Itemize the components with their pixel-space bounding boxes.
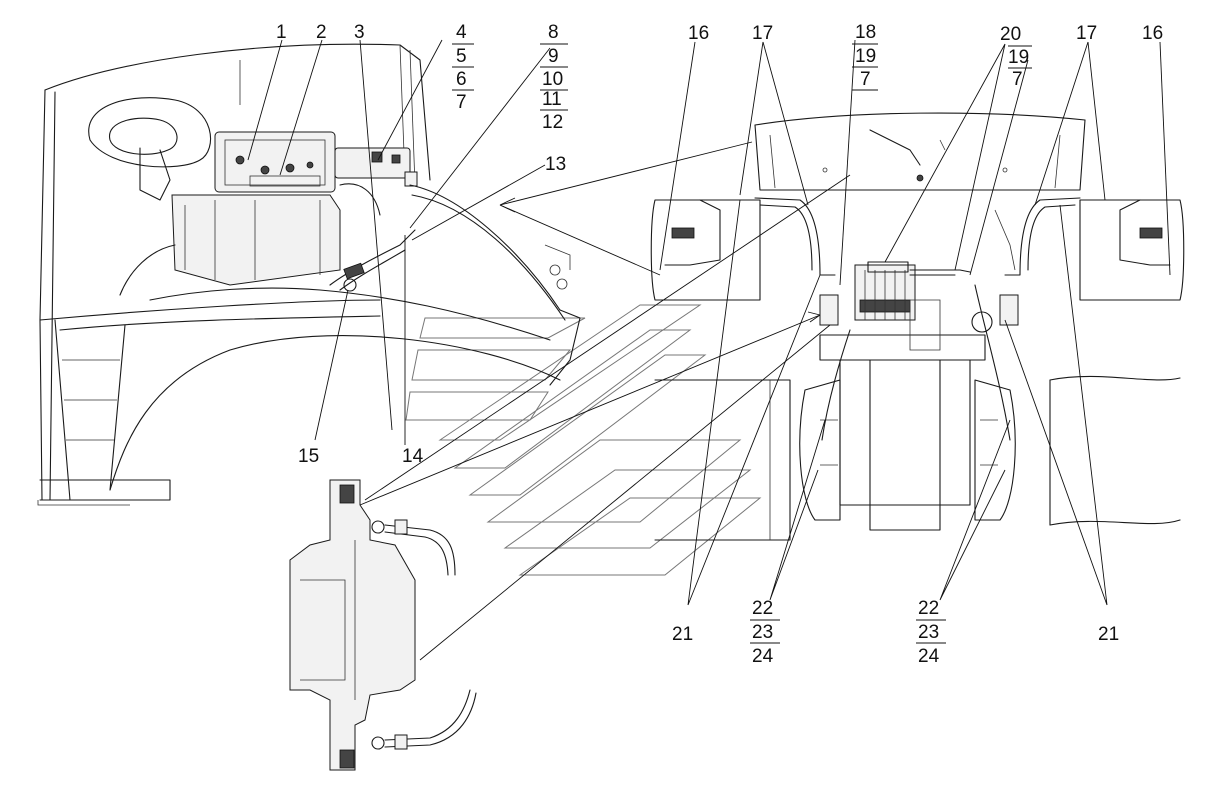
watermark-logo: [405, 304, 762, 576]
callout-8: 8: [548, 22, 559, 43]
callout-22-left: 22: [752, 598, 773, 619]
callout-6: 6: [456, 69, 467, 90]
callout-24-left: 24: [752, 646, 774, 667]
valve-detail: [289, 479, 477, 771]
callout-17-left: 17: [752, 23, 773, 44]
callout-10: 10: [542, 69, 563, 90]
callout-4: 4: [456, 22, 467, 43]
callout-22-right: 22: [918, 598, 939, 619]
callout-18: 18: [855, 22, 876, 43]
callout-23-right: 23: [918, 622, 939, 643]
callout-19-right: 19: [1008, 47, 1029, 68]
callout-11: 11: [542, 89, 562, 110]
rear-view: [650, 112, 1185, 541]
callout-9: 9: [548, 46, 559, 67]
callout-17-right: 17: [1076, 23, 1097, 44]
callout-20: 20: [1000, 24, 1021, 45]
callout-13: 13: [545, 154, 566, 175]
callout-16-left: 16: [688, 23, 709, 44]
callout-24-right: 24: [918, 646, 940, 667]
callout-15: 15: [298, 446, 319, 467]
callout-2: 2: [316, 22, 327, 43]
callout-1: 1: [276, 22, 287, 43]
callout-14: 14: [402, 446, 424, 467]
callout-21-right: 21: [1098, 624, 1119, 645]
callout-12: 12: [542, 112, 563, 133]
callout-7-right: 7: [1012, 69, 1023, 90]
callout-7-center: 7: [860, 69, 871, 90]
callout-labels: 1 2 3 4 5 6 7 8 9 10 11 12 13 14 15 16 1…: [276, 22, 1163, 667]
cab-side-view: [37, 43, 581, 506]
callout-21-left: 21: [672, 624, 693, 645]
callout-7-left: 7: [456, 92, 467, 113]
leader-lines: [247, 39, 1171, 661]
callout-16-right: 16: [1142, 23, 1163, 44]
callout-19-center: 19: [855, 46, 876, 67]
callout-23-left: 23: [752, 622, 773, 643]
callout-5: 5: [456, 46, 467, 67]
callout-3: 3: [354, 22, 365, 43]
